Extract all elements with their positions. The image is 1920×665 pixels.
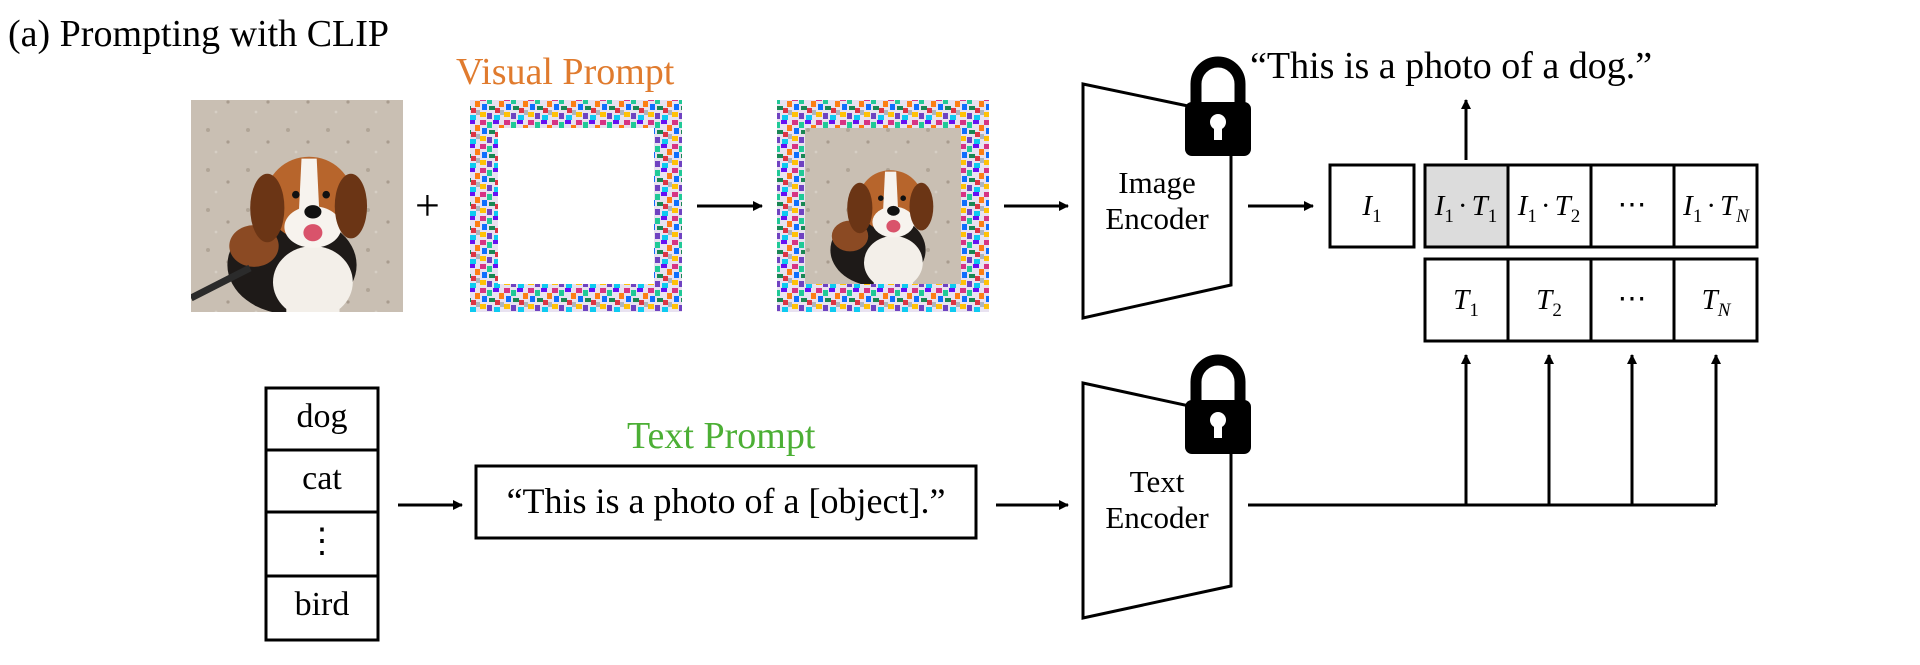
image-encoder-line1: Image [1118, 165, 1196, 200]
similarity-label: I1·T1 [1434, 190, 1497, 227]
text-prompt-template: “This is a photo of a [object].” [506, 481, 946, 521]
plus-sign: + [415, 181, 440, 230]
similarity-cell-highlight [1423, 163, 1510, 249]
output-caption: “This is a photo of a dog.” [1250, 45, 1653, 87]
image-encoder-line2: Encoder [1105, 201, 1209, 236]
image-feature-label: I1 [1361, 190, 1381, 227]
class-item-ellipsis: ⋮ [305, 523, 339, 560]
class-list-box [264, 386, 380, 642]
similarity-ellipsis: ⋯ [1618, 189, 1647, 221]
text-feature-cell [1672, 257, 1759, 343]
similarity-cell [1672, 163, 1759, 249]
text-feature-label: TN [1702, 284, 1732, 321]
figure-title: (a) Prompting with CLIP [8, 13, 390, 55]
noise-frame [470, 100, 682, 312]
text-encoder-label: Text Encoder [1097, 464, 1217, 536]
text-encoder-line1: Text [1129, 464, 1185, 499]
lock-icon [1185, 62, 1251, 156]
text-encoder-line2: Encoder [1105, 500, 1209, 535]
visual-prompt-label: Visual Prompt [456, 51, 675, 93]
class-item-dog: dog [296, 398, 348, 435]
prompted-dog-photo [777, 100, 989, 312]
image-feature-box [1328, 163, 1416, 249]
image-encoder-label: Image Encoder [1097, 165, 1217, 237]
lock-icon [1185, 360, 1251, 454]
text-feature-cell [1506, 257, 1593, 343]
text-feature-ellipsis: ⋯ [1618, 283, 1647, 315]
text-feature-label: T1 [1453, 284, 1479, 321]
dog-photo [191, 100, 403, 312]
class-item-bird: bird [294, 586, 350, 623]
similarity-label: I1·TN [1682, 190, 1750, 227]
text-feature-label: T2 [1536, 284, 1562, 321]
class-item-cat: cat [302, 460, 342, 497]
text-prompt-label: Text Prompt [627, 415, 816, 457]
text-prompt-box [474, 464, 978, 540]
similarity-label: I1·T2 [1517, 190, 1580, 227]
